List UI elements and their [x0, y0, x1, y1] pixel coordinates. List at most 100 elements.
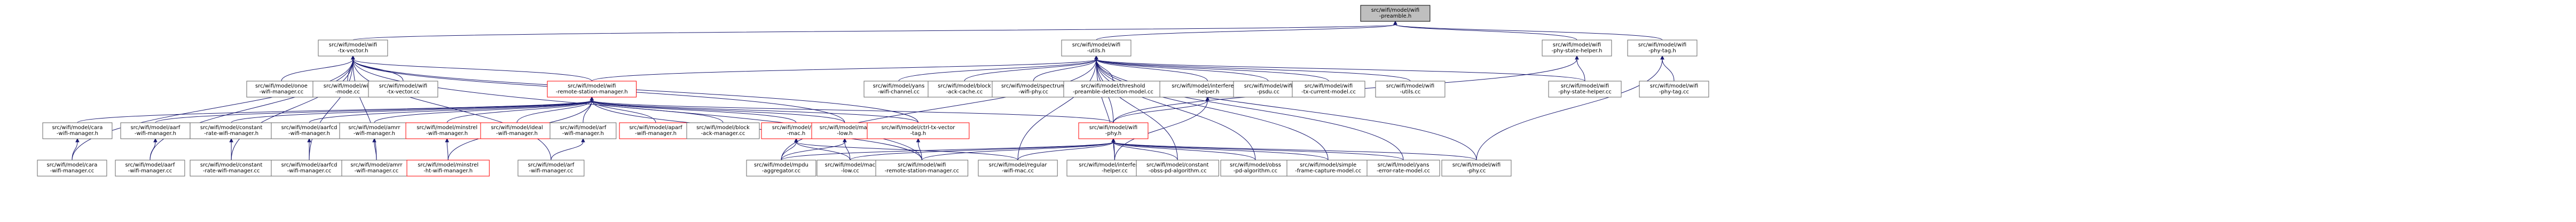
edge-txvector-h-to-preamble — [352, 20, 1397, 41]
node-phy-h[interactable]: src/wifi/model/wifi-phy.h — [1078, 122, 1149, 139]
node-label-line: src/wifi/model/wifi — [1650, 83, 1698, 89]
node-label-line: src/wifi/model/amrr — [348, 125, 400, 131]
node-aarf-h[interactable]: src/wifi/model/aarf-wifi-manager.h — [120, 122, 191, 139]
node-amrr-h[interactable]: src/wifi/model/amrr-wifi-manager.h — [339, 122, 410, 139]
node-phytag-cc[interactable]: src/wifi/model/wifi-phy-tag.cc — [1639, 81, 1709, 98]
node-label-line: -wifi-manager.h — [354, 131, 395, 137]
node-box — [1136, 160, 1219, 177]
node-label-line: src/wifi/model/wifi — [329, 42, 377, 48]
node-cara-h[interactable]: src/wifi/model/cara-wifi-manager.h — [42, 122, 113, 139]
node-box — [1292, 81, 1365, 98]
node-constrate-cc[interactable]: src/wifi/model/constant-rate-wifi-manage… — [190, 160, 273, 177]
node-psdu-cc[interactable]: src/wifi/model/wifi-psdu.cc — [1233, 81, 1303, 98]
node-label-line: -frame-capture-model.cc — [1295, 168, 1361, 174]
node-amrr-cc[interactable]: src/wifi/model/amrr-wifi-manager.cc — [341, 160, 412, 177]
node-box — [686, 122, 760, 139]
node-label-line: src/wifi/model/constant — [200, 125, 263, 131]
node-label-line: src/wifi/model/amrr — [350, 162, 403, 168]
node-phystatehelper-cc[interactable]: src/wifi/model/wifi-phy-state-helper.cc — [1548, 81, 1622, 98]
node-phytag-h[interactable]: src/wifi/model/wifi-phy-tag.h — [1627, 39, 1698, 57]
node-constrate-h[interactable]: src/wifi/model/constant-rate-wifi-manage… — [190, 122, 273, 139]
node-label-line: -tx-vector.h — [337, 48, 368, 54]
node-box — [1542, 39, 1612, 57]
node-maclow-cc[interactable]: src/wifi/model/mac-low.cc — [816, 160, 884, 177]
node-label-line: -wifi-manager.cc — [355, 168, 399, 174]
node-aarfcd-h[interactable]: src/wifi/model/aarfcd-wifi-manager.h — [271, 122, 348, 139]
node-simpleframe[interactable]: src/wifi/model/simple-frame-capture-mode… — [1286, 160, 1370, 177]
node-label-line: -tx-current-model.cc — [1301, 89, 1356, 95]
node-label-line: -pd-algorithm.cc — [1234, 168, 1277, 174]
node-blockack-mgr[interactable]: src/wifi/model/block-ack-manager.cc — [686, 122, 760, 139]
node-label-line: -rate-wifi-manager.cc — [203, 168, 260, 174]
node-box — [246, 81, 317, 98]
node-label-line: src/wifi/model/wifi — [772, 125, 820, 131]
node-aparf-h[interactable]: src/wifi/model/aparf-wifi-manager.h — [619, 122, 693, 139]
node-label-line: src/wifi/model/wifi — [1244, 83, 1292, 89]
node-minstrelht-h[interactable]: src/wifi/model/minstrel-ht-wifi-manager.… — [406, 160, 490, 177]
node-mpdu-agg[interactable]: src/wifi/model/mpdu-aggregator.cc — [746, 160, 816, 177]
node-spectrum-phy[interactable]: src/wifi/model/spectrum-wifi-phy.cc — [992, 81, 1075, 98]
node-box — [1360, 5, 1431, 22]
node-label-line: -phy.h — [1105, 131, 1121, 137]
node-remote-cc[interactable]: src/wifi/model/wifi-remote-station-manag… — [875, 160, 969, 177]
node-constobss[interactable]: src/wifi/model/constant-obss-pd-algorith… — [1136, 160, 1219, 177]
node-utils-h[interactable]: src/wifi/model/wifi-utils.h — [1061, 39, 1132, 57]
node-aarf-cc[interactable]: src/wifi/model/aarf-wifi-manager.cc — [115, 160, 185, 177]
edge-utils-cc-to-utils-h — [1094, 55, 1411, 82]
node-minstrel-h[interactable]: src/wifi/model/minstrel-wifi-manager.h — [405, 122, 489, 139]
node-label-line: -wifi-manager.h — [57, 131, 98, 137]
node-label-line: src/wifi/model/interference — [1172, 83, 1243, 89]
node-obss[interactable]: src/wifi/model/obss-pd-algorithm.cc — [1220, 160, 1291, 177]
node-label-line: -mode.cc — [335, 89, 360, 95]
node-label-line: -ack-cache.cc — [946, 89, 983, 95]
node-txcurrent-cc[interactable]: src/wifi/model/wifi-tx-current-model.cc — [1292, 81, 1365, 98]
node-ctvtag-h[interactable]: src/wifi/model/ctrl-tx-vector-tag.h — [867, 122, 970, 139]
node-box — [339, 122, 410, 139]
node-label-line: -phy-tag.cc — [1659, 89, 1689, 95]
edge-regular-mac-to-phy-h — [1017, 138, 1116, 161]
node-preamble: src/wifi/model/wifi-preamble.h — [1360, 5, 1431, 22]
edge-onoe-cc-to-txvector-h — [281, 55, 355, 82]
node-label-line: src/wifi/model/wifi — [1305, 83, 1353, 89]
node-txvector-h[interactable]: src/wifi/model/wifi-tx-vector.h — [318, 39, 388, 57]
node-remote-h[interactable]: src/wifi/model/wifi-remote-station-manag… — [547, 81, 637, 98]
node-phy-cc[interactable]: src/wifi/model/wifi-phy.cc — [1441, 160, 1512, 177]
node-cara-cc[interactable]: src/wifi/model/cara-wifi-manager.cc — [37, 160, 107, 177]
edge-phytag-h-to-preamble — [1393, 20, 1663, 41]
node-txvector-cc[interactable]: src/wifi/model/wifi-tx-vector.cc — [368, 81, 438, 98]
edge-remote-h-to-utils-h — [591, 55, 1098, 82]
edge-constrate-cc-to-constrate-h — [229, 138, 233, 160]
node-phystatehelper-h[interactable]: src/wifi/model/wifi-phy-state-helper.h — [1542, 39, 1612, 57]
edge-remote-cc-to-phy-h — [921, 138, 1116, 161]
edge-mpdu-agg-to-maclow-h — [781, 138, 847, 161]
node-yans-channel[interactable]: src/wifi/model/yans-wifi-channel.cc — [863, 81, 934, 98]
node-label-line: src/wifi/model/aarfcd — [281, 125, 337, 131]
node-blockack-cache[interactable]: src/wifi/model/block-ack-cache.cc — [928, 81, 1001, 98]
node-label-line: src/wifi/model/wifi — [1386, 83, 1434, 89]
node-arf-cc[interactable]: src/wifi/model/arf-wifi-manager.cc — [517, 160, 585, 177]
node-box — [1639, 81, 1709, 98]
edge-yanserror-to-phy-h — [1111, 138, 1404, 161]
node-box — [1441, 160, 1512, 177]
node-box — [549, 122, 617, 139]
node-label-line: src/wifi/model/simple — [1300, 162, 1356, 168]
node-box — [1233, 81, 1303, 98]
node-box — [115, 160, 185, 177]
node-box — [1286, 160, 1370, 177]
node-ideal-h[interactable]: src/wifi/model/ideal-wifi-manager.h — [480, 122, 554, 139]
node-aarfcd-cc[interactable]: src/wifi/model/aarfcd-wifi-manager.cc — [271, 160, 348, 177]
node-regular-mac[interactable]: src/wifi/model/regular-wifi-mac.cc — [978, 160, 1058, 177]
node-box — [368, 81, 438, 98]
node-threshold[interactable]: src/wifi/model/threshold-preamble-detect… — [1063, 81, 1163, 98]
node-yanserror[interactable]: src/wifi/model/yans-error-rate-model.cc — [1366, 160, 1440, 177]
node-label-line: src/wifi/model/arf — [560, 125, 606, 131]
node-arf-h[interactable]: src/wifi/model/arf-wifi-manager.h — [549, 122, 617, 139]
node-maclow-h[interactable]: src/wifi/model/mac-low.h — [811, 122, 878, 139]
node-onoe-cc[interactable]: src/wifi/model/onoe-wifi-manager.cc — [246, 81, 317, 98]
node-label-line: src/wifi/model/ideal — [491, 125, 543, 131]
node-label-line: -remote-station-manager.cc — [885, 168, 959, 174]
node-utils-cc[interactable]: src/wifi/model/wifi-utils.cc — [1375, 81, 1446, 98]
node-box — [547, 81, 637, 98]
edge-constrate-h-to-remote-h — [231, 96, 594, 123]
